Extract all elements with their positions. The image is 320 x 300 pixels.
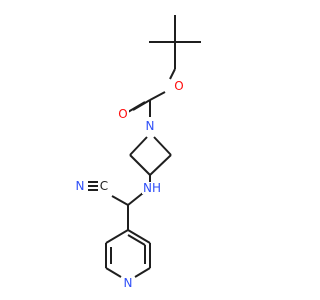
bond xyxy=(169,68,176,80)
bond xyxy=(127,229,151,244)
atom-label-amine-nh: NH xyxy=(143,181,161,195)
bond xyxy=(105,267,122,278)
atom-label-oxygen-ether: O xyxy=(174,79,183,93)
bond xyxy=(127,234,146,246)
bond xyxy=(129,136,148,156)
bond xyxy=(105,229,129,244)
bond xyxy=(149,91,166,101)
bond xyxy=(127,101,146,113)
bond xyxy=(129,154,151,176)
bond xyxy=(134,267,151,278)
bonds xyxy=(88,15,201,278)
atom-label-carbon-nitrile: C xyxy=(100,179,108,193)
atom-label-nitrogen-azetidine: N xyxy=(146,119,155,133)
molecule-structure: O O N NH N C N xyxy=(74,15,201,290)
bond xyxy=(149,154,172,176)
atom-label-oxygen-carbonyl: O xyxy=(118,107,127,121)
atom-label-nitrogen-nitrile: N xyxy=(76,179,85,193)
bond xyxy=(153,136,172,156)
bond xyxy=(127,192,144,206)
atom-labels: O O N NH N C N xyxy=(74,79,185,290)
atom-label-nitrogen-pyridine: N xyxy=(124,276,133,290)
bond xyxy=(111,195,129,206)
